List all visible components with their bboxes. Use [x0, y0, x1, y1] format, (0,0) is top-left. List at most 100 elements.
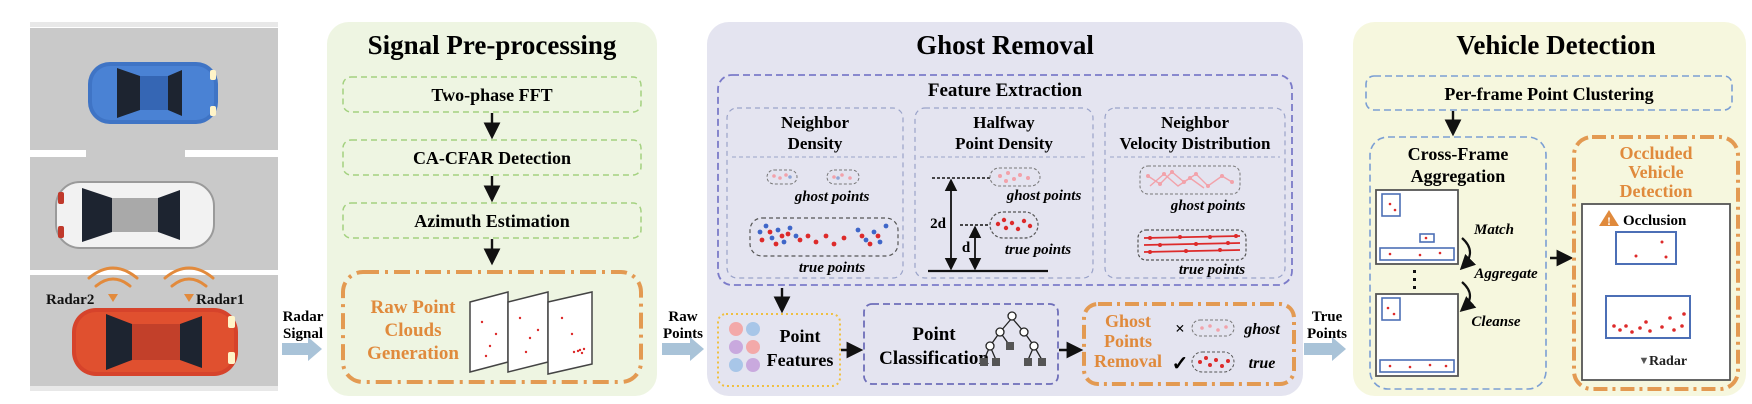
true-points-arrow: [1304, 337, 1346, 361]
radar1-icon: [184, 294, 194, 302]
label-d: d: [962, 240, 971, 256]
classification-line2: Classification: [879, 348, 989, 369]
flow-arrows: Radar Signal Raw Points True Points: [282, 309, 1347, 361]
warning-icon-mark: !: [1607, 214, 1611, 228]
raw-points-arrow: [662, 337, 704, 361]
ghost-cluster-ellipse: [766, 169, 798, 185]
legend-ghost-ellipse: [1191, 319, 1235, 337]
vehicle-detection-panel: Vehicle Detection Per-frame Point Cluste…: [1353, 22, 1746, 396]
ghost-points-label: ghost points: [794, 189, 870, 205]
red-car: [72, 308, 238, 376]
aggregate-label: Aggregate: [1473, 266, 1538, 282]
ghost-cluster-ellipse: [989, 167, 1041, 187]
ghost-removal-line3: Removal: [1094, 351, 1162, 371]
frame-top: [1375, 189, 1459, 265]
check-icon: ✓: [1172, 353, 1189, 375]
match-arrow: [1459, 237, 1477, 271]
step-cfar: CA-CFAR Detection: [413, 148, 571, 168]
legend-true-label: true: [1249, 355, 1276, 372]
occlusion-label: Occlusion: [1623, 213, 1687, 229]
true-cluster-ellipse: [749, 217, 899, 257]
point-features-box: [717, 313, 841, 387]
detection-frame: [1581, 203, 1731, 381]
radar-label: Radar: [1649, 354, 1687, 369]
ellipsis-dots: [1413, 270, 1416, 289]
neighbor-density-line2: Density: [788, 134, 843, 153]
velocity-distribution-line2: Velocity Distribution: [1120, 134, 1272, 153]
lane-dash: [30, 150, 86, 157]
halfway-ghost-label: ghost points: [1006, 188, 1082, 204]
point-features-line2: Features: [767, 350, 834, 370]
radar-signal-label-line1: Radar: [283, 309, 324, 325]
radar1-waves: [163, 266, 215, 288]
true-points-label-line2: Points: [1307, 326, 1347, 342]
feature-dots-icon: [729, 322, 760, 372]
ghost-points-sparse: [772, 173, 852, 180]
ghost-removal-line2: Points: [1104, 331, 1152, 351]
classification-line1: Point: [912, 324, 956, 345]
raw-clouds-line3: Generation: [367, 343, 459, 364]
road-scene: Radar2 Radar1: [30, 22, 278, 391]
step-azimuth: Azimuth Estimation: [414, 211, 570, 231]
ghost-removal-box: [1082, 302, 1296, 386]
true-points-label: true points: [799, 260, 865, 276]
halfway-density-line1: Halfway: [973, 113, 1035, 132]
legend-true-ellipse: [1191, 351, 1235, 373]
radar2-waves: [87, 266, 139, 288]
raw-clouds-line2: Clouds: [384, 320, 441, 341]
true-velocity-box: [1137, 229, 1247, 261]
ghost-removal-title: Ghost Removal: [916, 30, 1094, 60]
road-edge-top: [30, 22, 278, 27]
vehicle-detection-title: Vehicle Detection: [1456, 30, 1655, 60]
lane-dash: [185, 150, 278, 157]
cross-frame-line2: Aggregation: [1411, 166, 1506, 186]
halfway-true-label: true points: [1005, 242, 1071, 258]
tree-leaves: [980, 342, 1046, 366]
raw-clouds-box: [341, 270, 643, 384]
raw-clouds-line1: Raw Point: [371, 297, 457, 318]
match-label: Match: [1473, 222, 1514, 238]
legend-ghost-label: ghost: [1243, 321, 1280, 338]
cluster-box: [1381, 297, 1401, 321]
neighbor-density-box: [726, 107, 904, 279]
label-2d: 2d: [930, 216, 947, 232]
velocity-ghost-label: ghost points: [1170, 198, 1246, 214]
velocity-true-label: true points: [1179, 262, 1245, 278]
blue-car: [88, 62, 218, 124]
raw-points-label-line1: Raw: [668, 309, 697, 325]
cleanse-arrow: [1459, 281, 1477, 313]
warning-icon: [1599, 210, 1619, 226]
cluster-box: [1381, 193, 1401, 217]
step-box-cfar: [342, 139, 642, 176]
cross-frame-line1: Cross-Frame: [1408, 144, 1509, 164]
ghost-removal-line1: Ghost: [1105, 311, 1151, 331]
frame-bottom: [1375, 293, 1459, 377]
radar2-label: Radar2: [46, 292, 94, 308]
cluster-box: [1379, 247, 1455, 261]
halfway-density-line2: Point Density: [955, 134, 1053, 153]
feature-extraction-box: [717, 74, 1293, 286]
occluded-line2: Vehicle: [1628, 162, 1683, 182]
ghost-removal-panel: Ghost Removal Feature Extraction Neighbo…: [707, 22, 1303, 396]
velocity-distribution-line1: Neighbor: [1161, 113, 1229, 132]
ghost-velocity-box: [1139, 165, 1241, 195]
halfway-density-box: [914, 107, 1094, 279]
road-edge-bottom: [30, 386, 278, 391]
point-features-line1: Point: [779, 326, 820, 346]
front-vehicle-box: [1605, 295, 1691, 339]
step-fft: Two-phase FFT: [431, 85, 552, 105]
true-points-dense: [757, 223, 889, 247]
true-cluster-ellipse: [989, 211, 1039, 239]
step-box-azimuth: [342, 202, 642, 239]
radar-marker-icon: ▼: [1639, 355, 1650, 367]
gray-car: [55, 181, 215, 249]
clustering-label: Per-frame Point Clustering: [1444, 84, 1653, 104]
cross-icon: ×: [1175, 319, 1185, 338]
cross-frame-box: [1369, 136, 1547, 390]
true-points-label-line1: True: [1312, 309, 1343, 325]
neighbor-density-line1: Neighbor: [781, 113, 849, 132]
cluster-box: [1419, 233, 1435, 243]
clustering-box: [1365, 75, 1733, 111]
